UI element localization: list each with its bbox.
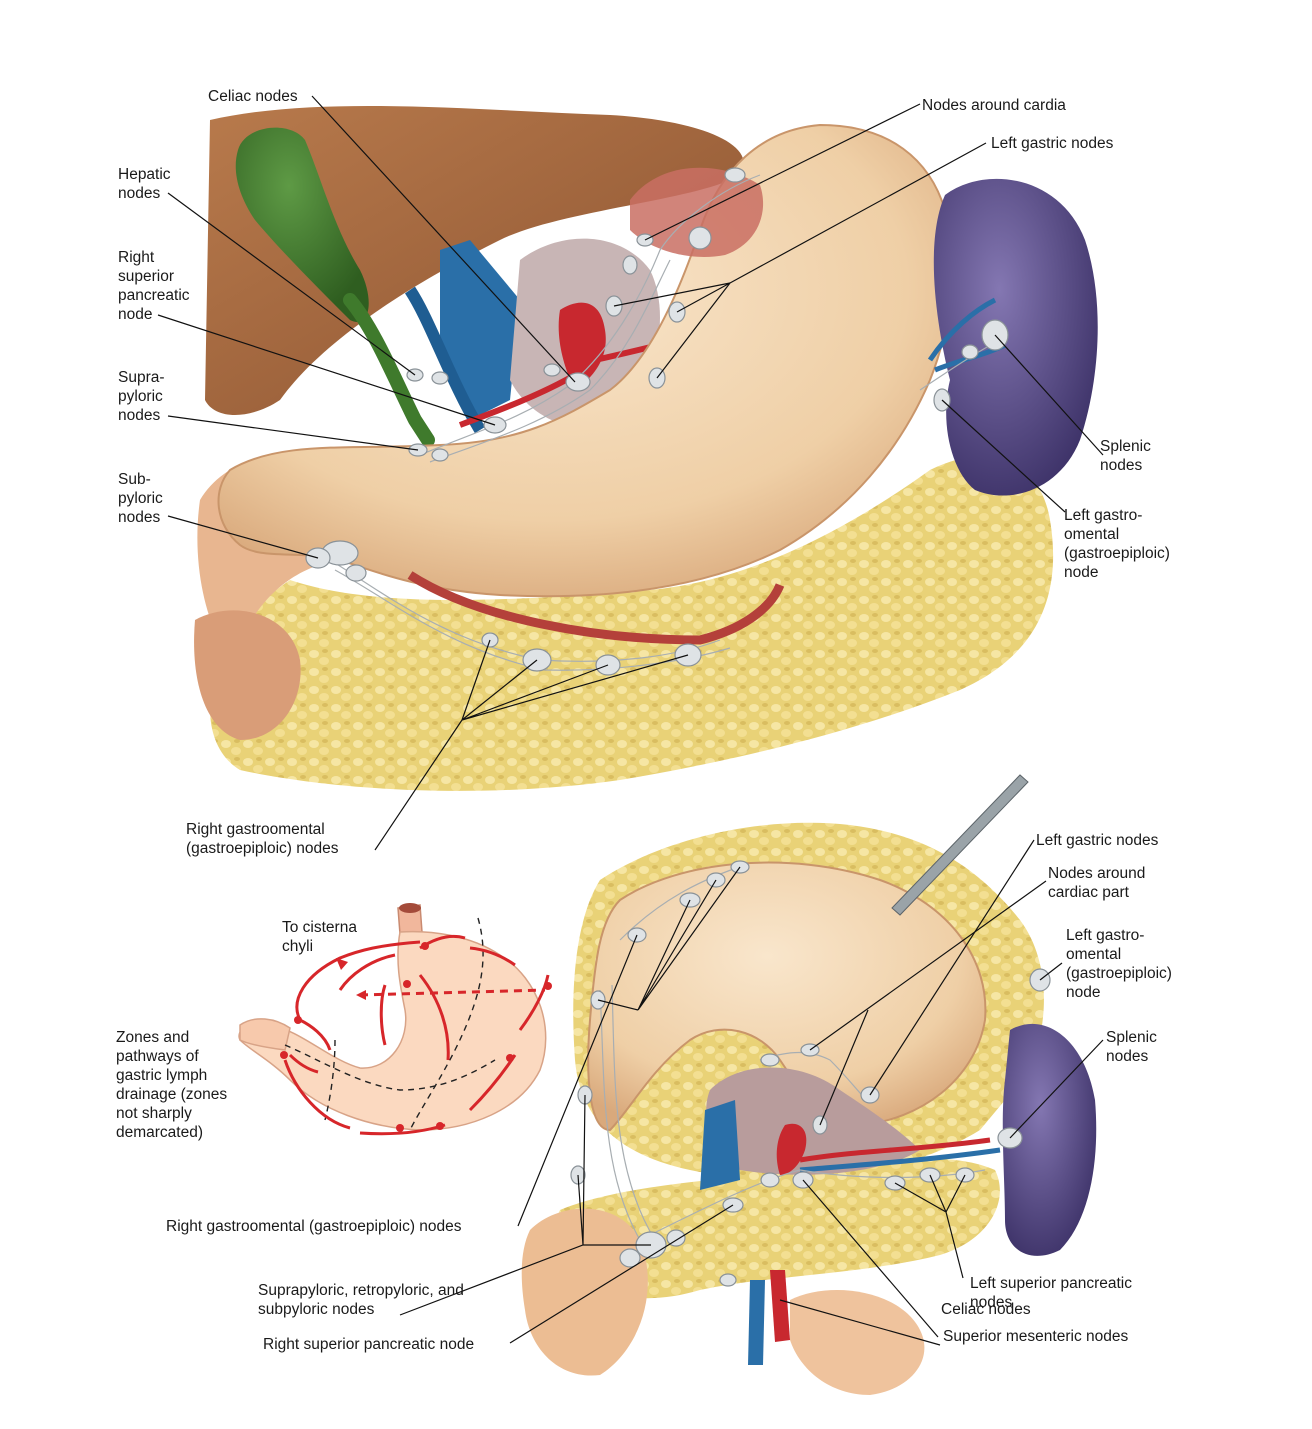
hepatic-artery <box>458 372 577 428</box>
label-left-gastroomental-node-bottom: Left gastro- omental (gastroepiploic) no… <box>1066 927 1172 1001</box>
gastroepiploic-arcade <box>407 571 785 645</box>
forceps <box>891 774 1029 916</box>
inset-duodenum <box>239 1018 291 1051</box>
label-nodes-around-cardiac-part: Nodes around cardiac part <box>1048 865 1146 901</box>
label-left-gastroomental-node-top: Left gastro- omental (gastroepiploic) no… <box>1064 507 1170 581</box>
cardia-window <box>630 167 764 258</box>
sma <box>770 1270 790 1342</box>
label-right-superior-pancreatic-node-bottom: Right superior pancreatic node <box>263 1336 475 1353</box>
duodenum-bottom <box>521 1208 648 1376</box>
splenic-artery-bottom <box>799 1137 991 1163</box>
label-splenic-nodes-bottom: Splenic nodes <box>1106 1029 1157 1065</box>
label-zones-caption: Zones and pathways of gastric lymph drai… <box>116 1029 228 1141</box>
celiac-artery <box>558 302 606 390</box>
label-superior-mesenteric-nodes: Superior mesenteric nodes <box>943 1328 1129 1345</box>
label-celiac-nodes-top: Celiac nodes <box>208 88 298 105</box>
portal-vein <box>440 240 520 420</box>
label-right-gastroomental-nodes-bottom: Right gastroomental (gastroepiploic) nod… <box>166 1218 462 1235</box>
label-suprapyloric-nodes-top: Supra- pyloric nodes <box>118 369 165 424</box>
colon-segment <box>194 610 301 740</box>
greater-omentum <box>210 456 1054 791</box>
splenic-vein-bottom <box>799 1147 1001 1173</box>
hepatic-vein-branch <box>404 286 486 434</box>
jejunum <box>790 1290 925 1395</box>
label-hepatic-nodes: Hepatic nodes <box>118 166 171 202</box>
leader-lines <box>157 95 1104 1346</box>
liver <box>205 105 744 416</box>
pancreas <box>556 1158 1000 1299</box>
label-splenic-nodes-top: Splenic nodes <box>1100 438 1151 474</box>
label-left-gastric-nodes-top: Left gastric nodes <box>991 135 1114 152</box>
inset-stomach <box>238 930 547 1131</box>
label-to-cisterna-chyli: To cisterna chyli <box>282 919 357 955</box>
label-right-superior-pancreatic-node-top: Right superior pancreatic node <box>118 249 190 323</box>
label-left-superior-pancreatic-nodes: Left superior pancreatic nodes <box>970 1275 1132 1311</box>
label-subpyloric-nodes-top: Sub- pyloric nodes <box>118 471 163 526</box>
drainage-inset <box>238 903 552 1136</box>
spleen-bottom <box>1002 1023 1097 1256</box>
spleen <box>933 178 1098 496</box>
smv <box>748 1280 765 1365</box>
bile-duct <box>343 293 435 447</box>
celiac-bottom <box>776 1123 807 1175</box>
portal-vein-bottom <box>700 1100 740 1190</box>
label-pyloric-nodes: Suprapyloric, retropyloric, and subpylor… <box>258 1282 464 1318</box>
label-right-gastroomental-nodes-top: Right gastroomental (gastroepiploic) nod… <box>186 821 339 857</box>
label-celiac-nodes-bottom: Celiac nodes <box>941 1301 1031 1318</box>
label-left-gastric-nodes-bottom: Left gastric nodes <box>1036 832 1159 849</box>
label-nodes-around-cardia: Nodes around cardia <box>922 97 1066 114</box>
top-illustration <box>194 105 1098 791</box>
gallbladder <box>235 127 369 322</box>
